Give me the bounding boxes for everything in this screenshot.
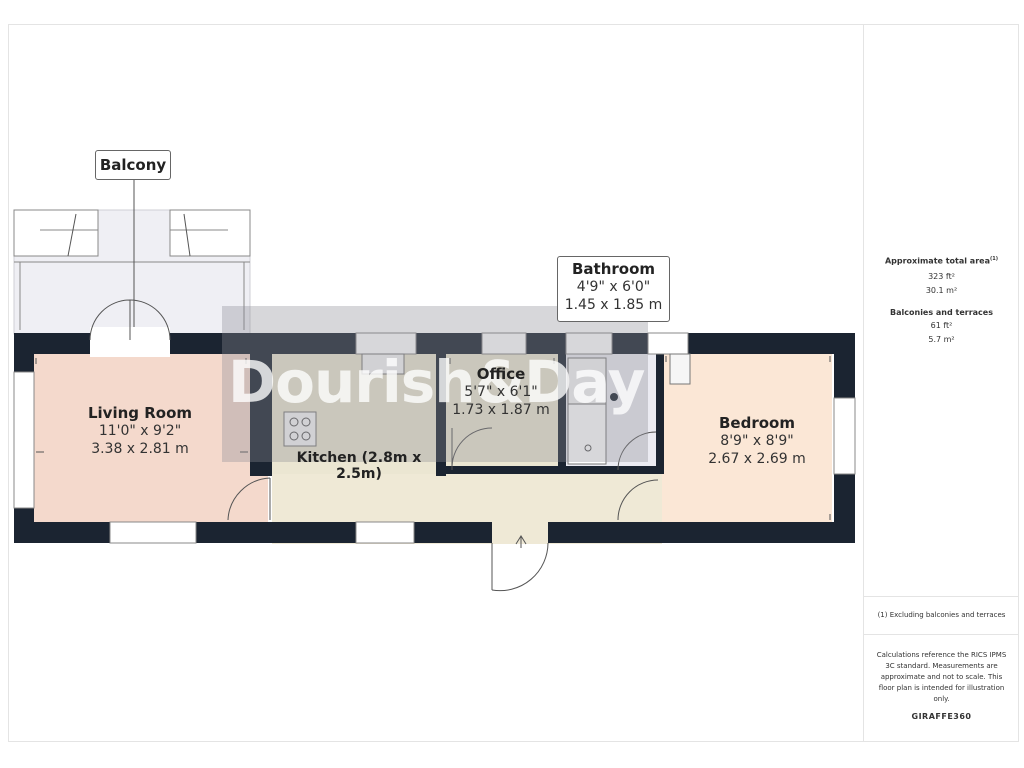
bedroom-imperial: 8'9" x 8'9" [720,433,794,449]
office-name: Office [476,365,526,383]
sink [361,353,405,375]
total-area-note-mark: (1) [989,256,999,262]
living-room-name: Living Room [87,404,193,422]
disclaimer: Calculations reference the RICS IPMS 3C … [876,650,1007,705]
living-room-floor [34,354,268,522]
brand-text: GIRAFFE360 [911,712,972,721]
wall-bath-bed [656,354,664,474]
balconies-ft: 61 ft² [930,320,953,330]
balconies-m: 5.7 m² [928,334,955,344]
footnote: (1) Excluding balconies and terraces [864,610,1019,621]
office-floor [446,354,558,466]
bath-shower [567,403,607,465]
wall-living-kitchen [250,354,272,476]
bathroom-name: Bathroom [571,260,656,278]
bedroom-name: Bedroom [719,414,795,432]
panel-divider [863,24,864,742]
wall-top [14,333,855,354]
living-room-label: Living Room 11'0" x 9'2" 3.38 x 2.81 m [60,404,220,458]
wall-bottom [14,522,855,543]
total-area-m: 30.1 m² [925,285,958,295]
wall-bed-top [690,333,834,354]
bathroom-label: Bathroom 4'9" x 6'0" 1.45 x 1.85 m [557,256,670,322]
hob [283,411,317,447]
watermark-text: Dourish&Day [228,348,645,416]
brand-logo: GIRAFFE360 [864,712,1019,721]
balcony-rail-left [13,209,99,257]
wall-office-bath [558,354,566,466]
footnote-divider-top [864,596,1019,597]
office-imperial: 5'7" x 6'1" [464,384,538,400]
living-room-metric: 3.38 x 2.81 m [91,441,189,457]
balconies-heading: Balconies and terraces [890,307,993,317]
wall-kitchen-office [436,354,446,476]
bedroom-label: Bedroom 8'9" x 8'9" 2.67 x 2.69 m [680,414,834,468]
total-area-heading: Approximate total area [884,256,990,266]
washbasin [669,353,691,385]
balcony-name: Balcony [99,156,167,174]
balcony-rail-right [169,209,251,257]
floorplan-frame [8,24,1019,742]
office-label: Office 5'7" x 6'1" 1.73 x 1.87 m [440,365,562,419]
footnote-text: (1) Excluding balconies and terraces [877,611,1006,619]
office-metric: 1.73 x 1.87 m [452,402,550,418]
disclaimer-text: Calculations reference the RICS IPMS 3C … [876,651,1007,703]
footnote-divider-bottom [864,634,1019,635]
living-room-imperial: 11'0" x 9'2" [98,423,182,439]
wall-office-bottom [446,466,656,474]
watermark-band [222,306,648,462]
bedroom-metric: 2.67 x 2.69 m [708,451,806,467]
bathroom-metric: 1.45 x 1.85 m [564,297,663,313]
bathroom-imperial: 4'9" x 6'0" [576,279,651,295]
balcony-label: Balcony [95,150,171,180]
total-area-ft: 323 ft² [928,271,955,281]
kitchen-name: Kitchen (2.8m x 2.5m) [296,450,422,482]
kitchen-label: Kitchen (2.8m x 2.5m) [274,450,444,482]
area-summary: Approximate total area(1) 323 ft² 30.1 m… [864,256,1019,347]
